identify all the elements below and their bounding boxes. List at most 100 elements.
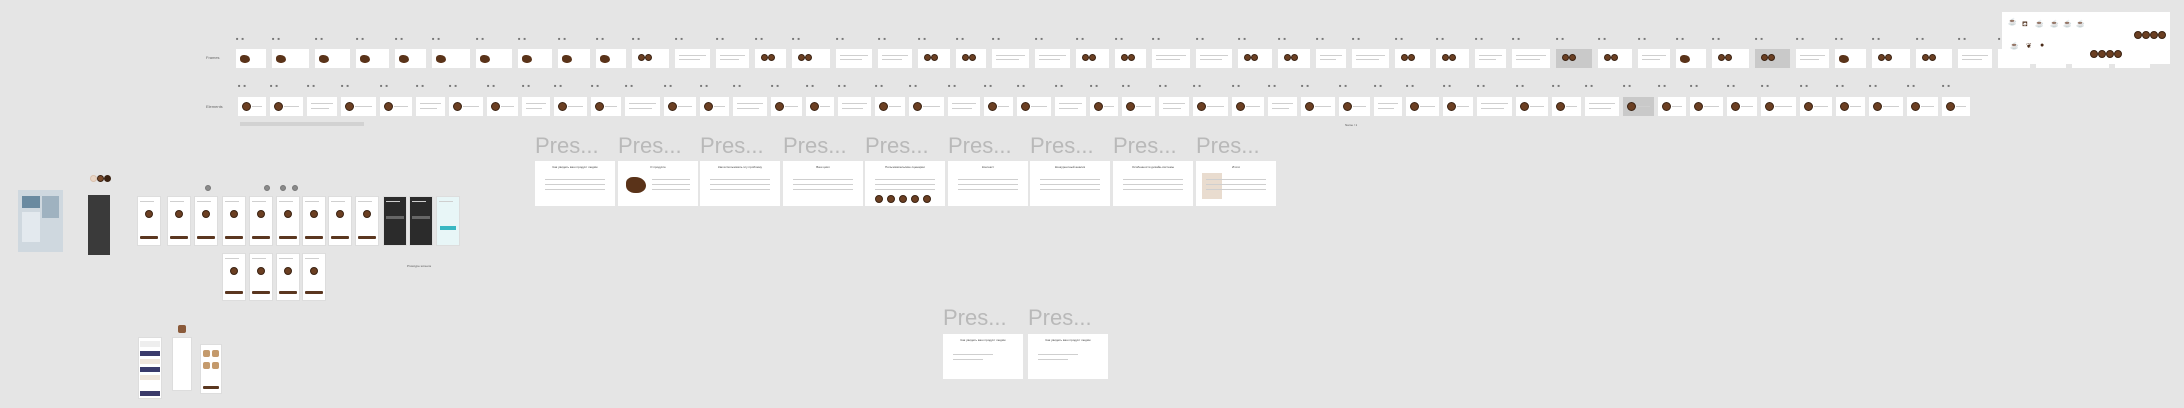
frame-thumbnail[interactable] — [836, 49, 872, 68]
presentation-slide[interactable]: Пользовательские сценарии — [865, 161, 945, 206]
presentation-slide[interactable]: Как увидеть ваш продукт людям — [1028, 334, 1108, 379]
element-thumbnail[interactable] — [1339, 97, 1370, 116]
presentation-slide[interactable]: Итоги — [1196, 161, 1276, 206]
frame-thumbnail[interactable] — [518, 49, 552, 68]
element-thumbnail[interactable] — [909, 97, 944, 116]
element-thumbnail[interactable] — [270, 97, 303, 116]
element-thumbnail[interactable] — [1761, 97, 1796, 116]
element-thumbnail[interactable] — [1585, 97, 1619, 116]
frame-thumbnail[interactable] — [315, 49, 350, 68]
element-thumbnail[interactable] — [238, 97, 266, 116]
element-thumbnail[interactable] — [1552, 97, 1581, 116]
mobile-detail-screen[interactable] — [172, 325, 192, 391]
mobile-screen[interactable] — [328, 196, 352, 246]
frame-thumbnail[interactable] — [1598, 49, 1632, 68]
frame-thumbnail[interactable] — [1436, 49, 1469, 68]
presentation-slide[interactable]: Контекст — [948, 161, 1028, 206]
element-thumbnail[interactable] — [1516, 97, 1548, 116]
dark-style-frame[interactable] — [88, 195, 110, 255]
mobile-screen[interactable] — [249, 253, 273, 301]
frame-thumbnail[interactable] — [1475, 49, 1506, 68]
frame-thumbnail[interactable] — [1835, 49, 1866, 68]
mobile-screen[interactable] — [409, 196, 433, 246]
element-thumbnail[interactable] — [1942, 97, 1970, 116]
frame-thumbnail[interactable] — [878, 49, 912, 68]
mobile-screen[interactable] — [222, 196, 246, 246]
frame-thumbnail[interactable] — [558, 49, 590, 68]
frame-thumbnail[interactable] — [1512, 49, 1550, 68]
element-thumbnail[interactable] — [664, 97, 696, 116]
element-thumbnail[interactable] — [1301, 97, 1335, 116]
frame-thumbnail[interactable] — [395, 49, 426, 68]
mobile-screen[interactable] — [436, 196, 460, 246]
frame-thumbnail[interactable] — [1115, 49, 1146, 68]
frame-thumbnail[interactable] — [1556, 49, 1592, 68]
element-thumbnail[interactable] — [948, 97, 980, 116]
element-thumbnail[interactable] — [1406, 97, 1439, 116]
frame-thumbnail[interactable] — [755, 49, 786, 68]
element-thumbnail[interactable] — [1017, 97, 1051, 116]
mobile-screen[interactable] — [302, 253, 326, 301]
element-thumbnail[interactable] — [1232, 97, 1264, 116]
frame-thumbnail[interactable] — [1872, 49, 1910, 68]
element-thumbnail[interactable] — [733, 97, 767, 116]
element-thumbnail[interactable] — [625, 97, 660, 116]
mobile-screen[interactable] — [137, 196, 161, 246]
presentation-slide[interactable]: Как увидеть ваш продукт людям — [943, 334, 1023, 379]
frame-thumbnail[interactable] — [1676, 49, 1706, 68]
frame-thumbnail[interactable] — [432, 49, 470, 68]
frame-thumbnail[interactable] — [1755, 49, 1790, 68]
element-thumbnail[interactable] — [838, 97, 871, 116]
presentation-slide[interactable]: Как увидеть ваш продукт людям — [535, 161, 615, 206]
mobile-screen[interactable] — [167, 196, 191, 246]
element-thumbnail[interactable] — [1443, 97, 1473, 116]
element-thumbnail[interactable] — [771, 97, 802, 116]
frame-thumbnail[interactable] — [792, 49, 830, 68]
mobile-screen[interactable] — [383, 196, 407, 246]
frame-thumbnail[interactable] — [1395, 49, 1430, 68]
frame-thumbnail[interactable] — [1076, 49, 1109, 68]
frame-thumbnail[interactable] — [272, 49, 309, 68]
element-thumbnail[interactable] — [554, 97, 587, 116]
frame-thumbnail[interactable] — [632, 49, 669, 68]
frame-thumbnail[interactable] — [476, 49, 512, 68]
mobile-screen[interactable] — [276, 196, 300, 246]
element-thumbnail[interactable] — [1374, 97, 1402, 116]
frame-thumbnail[interactable] — [1352, 49, 1389, 68]
frame-thumbnail[interactable] — [1238, 49, 1272, 68]
element-thumbnail[interactable] — [1869, 97, 1903, 116]
element-thumbnail[interactable] — [487, 97, 518, 116]
frame-thumbnail[interactable] — [1638, 49, 1670, 68]
element-thumbnail[interactable] — [875, 97, 905, 116]
element-thumbnail[interactable] — [416, 97, 445, 116]
element-thumbnail[interactable] — [380, 97, 412, 116]
frame-thumbnail[interactable] — [918, 49, 950, 68]
element-thumbnail[interactable] — [984, 97, 1013, 116]
element-thumbnail[interactable] — [1193, 97, 1228, 116]
frame-thumbnail[interactable] — [236, 49, 266, 68]
element-thumbnail[interactable] — [1122, 97, 1155, 116]
presentation-slide[interactable]: Ваш цикл — [783, 161, 863, 206]
frame-thumbnail[interactable] — [356, 49, 389, 68]
element-thumbnail[interactable] — [1658, 97, 1686, 116]
element-thumbnail[interactable] — [1090, 97, 1118, 116]
element-thumbnail[interactable] — [1159, 97, 1189, 116]
frame-thumbnail[interactable] — [1796, 49, 1829, 68]
element-thumbnail[interactable] — [1690, 97, 1723, 116]
presentation-slide[interactable]: Конкурентный анализ — [1030, 161, 1110, 206]
presentation-slide[interactable]: Как использовать эту проблему — [700, 161, 780, 206]
mobile-screen[interactable] — [222, 253, 246, 301]
icon-sheet[interactable]: ☕ ⛾ ☕ ☕ ☕ ☕ ☕ ❦ ● — [2002, 12, 2170, 64]
frame-thumbnail[interactable] — [1152, 49, 1190, 68]
frame-thumbnail[interactable] — [956, 49, 986, 68]
element-thumbnail[interactable] — [1907, 97, 1938, 116]
element-thumbnail[interactable] — [1477, 97, 1512, 116]
frame-thumbnail[interactable] — [596, 49, 626, 68]
frame-thumbnail[interactable] — [1316, 49, 1346, 68]
frame-thumbnail[interactable] — [1712, 49, 1749, 68]
frame-thumbnail[interactable] — [716, 49, 749, 68]
mobile-menu-screen[interactable] — [200, 344, 222, 394]
element-thumbnail[interactable] — [591, 97, 621, 116]
element-thumbnail[interactable] — [1623, 97, 1654, 116]
frame-thumbnail[interactable] — [1278, 49, 1310, 68]
